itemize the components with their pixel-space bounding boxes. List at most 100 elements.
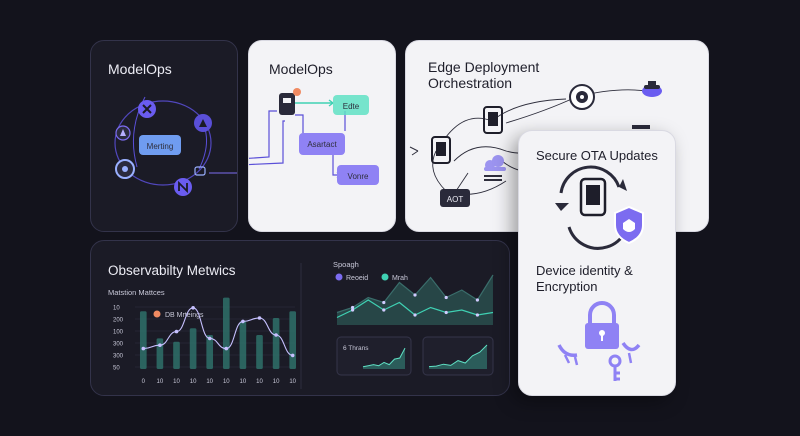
bar-overlay-point	[141, 346, 146, 351]
modelops-light-title: ModelOps	[269, 61, 333, 77]
modelops-dark-diagram: Merting	[114, 96, 237, 196]
node-icon-top[interactable]	[138, 100, 156, 118]
node-icon-right[interactable]	[194, 114, 212, 132]
bar-subtitle: Matstion Mattces	[108, 288, 165, 297]
merting-node[interactable]: Merting	[139, 135, 181, 155]
node-icon-left[interactable]	[115, 125, 131, 141]
bar-y-tick: 100	[113, 330, 124, 336]
aot-node[interactable]: AOT	[440, 189, 470, 207]
bar-x-tick: 10	[206, 379, 213, 385]
bar-overlay-point	[290, 353, 295, 358]
area-point	[475, 313, 479, 317]
ota-title: Secure OTA Updates	[536, 148, 658, 163]
observability-panel: Observabilty Metwics Matstion Mattces DB…	[90, 240, 510, 396]
area-point	[475, 298, 479, 302]
area-chart-title: Spoagh	[333, 260, 359, 269]
bar-mark	[256, 335, 263, 369]
mini-chart-label: 6 Thrans	[343, 345, 369, 352]
area-point	[413, 293, 417, 297]
mini-area-fill	[363, 348, 405, 369]
bar-overlay-point	[274, 333, 278, 337]
mini-area-line	[362, 347, 406, 368]
asartact-node[interactable]: Asartact	[299, 133, 345, 155]
bar-overlay-point	[257, 316, 262, 320]
bar-overlay-point	[241, 319, 245, 324]
server-lines	[484, 175, 502, 181]
asartact-node-label: Asartact	[307, 140, 337, 149]
identity-line1: Device identity &	[536, 263, 633, 278]
bar-overlay-line	[143, 307, 293, 356]
bar-x-tick: 10	[223, 379, 230, 385]
identity-line2: Encryption	[536, 279, 598, 294]
node-icon-bottom-right[interactable]	[174, 178, 192, 196]
bar-x-tick: 10	[240, 379, 247, 385]
edte-node[interactable]: Edte	[333, 95, 369, 115]
phone-icon-left[interactable]	[431, 136, 451, 164]
bar-legend-label: DB Mrteings	[165, 312, 204, 319]
key-chain-icon	[557, 341, 641, 381]
merting-node-label: Merting	[147, 142, 174, 151]
modelops-dark-panel: ModelOps Merting	[90, 40, 238, 232]
bar-plot	[139, 297, 297, 369]
bar-overlay-point	[224, 346, 229, 351]
mini-chart-left: 6 Thrans	[336, 336, 412, 376]
area-point	[351, 308, 355, 312]
modelops-dark-title: ModelOps	[108, 61, 172, 77]
bar-x-tick: 10	[289, 379, 296, 385]
bar-x-tick: 10	[173, 379, 180, 385]
bar-x-tick: 10	[256, 379, 263, 385]
bar-y-tick: 50	[113, 366, 120, 372]
aot-label: AOT	[447, 195, 464, 204]
bar-mark	[189, 328, 197, 369]
vonre-node-label: Vonre	[348, 172, 369, 181]
bar-mark	[156, 338, 164, 369]
area-fill	[337, 275, 493, 325]
area-point	[413, 313, 417, 317]
area-point	[382, 300, 386, 305]
edte-node-label: Edte	[343, 102, 360, 111]
bar-overlay-point	[174, 329, 179, 334]
globe-icon[interactable]	[569, 84, 595, 110]
area-point	[444, 310, 448, 315]
secure-ota-panel: Secure OTA Updates Device identity & Enc…	[518, 130, 676, 396]
bar-y-tick: 10	[113, 306, 120, 312]
edge-title-line2: Orchestration	[428, 75, 513, 91]
edge-diagram: AOT	[409, 81, 662, 207]
area-legend-a: Reoeid	[346, 275, 368, 282]
bar-y-tick: 300	[113, 342, 124, 348]
document-node[interactable]	[279, 88, 301, 115]
bar-mark	[206, 335, 214, 369]
ota-illustration	[555, 165, 644, 381]
bar-y-tick: 300	[113, 354, 124, 360]
padlock-icon	[585, 301, 619, 349]
bar-mark	[272, 318, 280, 369]
bar-y-tick: 200	[113, 318, 124, 324]
bar-mark	[173, 341, 180, 369]
bar-x-tick: 0	[142, 379, 146, 385]
bar-mark	[222, 297, 230, 369]
device-phone-icon	[579, 177, 607, 217]
vonre-node[interactable]: Vonre	[337, 165, 379, 185]
mini-area-line	[428, 344, 488, 368]
mini-chart-right	[422, 336, 494, 376]
bar-mark	[139, 311, 147, 369]
shield-icon	[614, 205, 644, 245]
bar-mark	[289, 311, 297, 369]
bar-overlay-point	[191, 306, 195, 310]
bar-overlay-point	[158, 343, 162, 347]
bar-overlay-point	[207, 336, 212, 341]
phone-icon-top[interactable]	[483, 106, 503, 134]
observability-title: Observabilty Metwics	[108, 263, 236, 278]
gateway-icon[interactable]	[642, 81, 662, 97]
area-plot	[336, 274, 494, 325]
bar-legend: DB Mrteings	[153, 310, 204, 319]
area-point	[382, 308, 386, 312]
bar-x-tick: 10	[190, 379, 197, 385]
node-icon-bottom-left[interactable]	[115, 159, 135, 179]
node-icon-small[interactable]	[194, 166, 206, 176]
area-point	[444, 295, 448, 300]
area-point	[351, 305, 355, 310]
observability-charts: Matstion Mattces DB Mrteings 10200100300…	[108, 260, 494, 389]
bar-x-tick: 10	[273, 379, 280, 385]
